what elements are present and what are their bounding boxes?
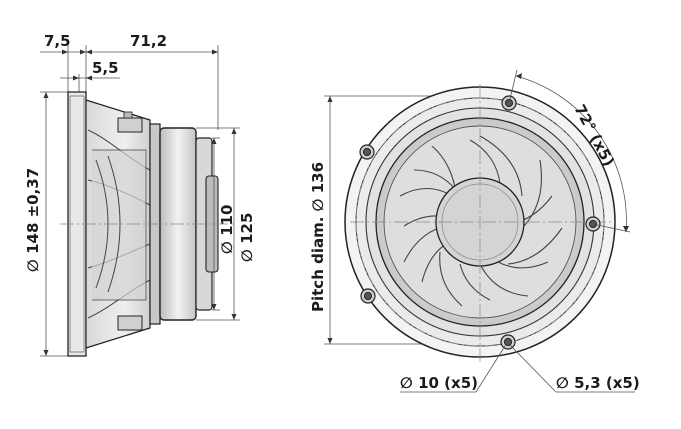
leader-line — [475, 345, 506, 393]
front-view: Pitch diam. ∅ 136 72° (x5) ∅ 10 (x5) ∅ 5… — [309, 69, 640, 393]
arrow-icon — [327, 338, 333, 344]
arrow-icon — [231, 314, 237, 320]
terminal-pin — [123, 111, 133, 119]
dim-label-hole-outer: ∅ 10 (x5) — [400, 374, 478, 392]
arrow-icon — [231, 128, 237, 134]
dim-label-hole-inner: ∅ 5,3 (x5) — [556, 374, 640, 392]
arrow-icon — [86, 75, 92, 81]
dim-label-148: ∅ 148 ±0,37 — [24, 168, 42, 272]
dim-label-110: ∅ 110 — [218, 205, 236, 254]
terminal-top — [117, 117, 143, 133]
cone-curve — [107, 155, 121, 293]
dim-label-7-5: 7,5 — [44, 32, 71, 50]
pitch-circle — [355, 97, 605, 347]
arrow-icon — [43, 350, 49, 356]
terminal-bottom — [117, 315, 143, 331]
arrow-icon — [516, 73, 522, 79]
mounting-hole — [500, 334, 516, 350]
arrow-icon — [43, 92, 49, 98]
dim-label-pitch: Pitch diam. ∅ 136 — [309, 162, 327, 312]
mounting-hole — [359, 144, 375, 160]
leader-line — [509, 344, 557, 393]
arrow-icon — [80, 49, 86, 55]
flange-inner — [69, 95, 85, 353]
dim-label-5-5: 5,5 — [92, 59, 119, 77]
extension-line — [508, 69, 518, 104]
extension-line — [592, 223, 631, 233]
side-view: 7,5 71,2 5,5 ∅ 148 ±0,37 ∅ 110 ∅ 125 — [24, 32, 256, 357]
dim-label-125: ∅ 125 — [238, 213, 256, 262]
arrow-icon — [211, 138, 217, 144]
arrow-icon — [73, 75, 79, 81]
arrow-icon — [86, 49, 92, 55]
cone-side — [92, 149, 147, 301]
mounting-hole — [360, 288, 376, 304]
mounting-hole — [585, 216, 601, 232]
arrow-icon — [62, 49, 68, 55]
dim-label-71-2: 71,2 — [130, 32, 167, 50]
angle-arc — [515, 75, 627, 233]
arrow-icon — [327, 96, 333, 102]
arrow-icon — [623, 226, 629, 232]
arrow-icon — [212, 49, 218, 55]
arrow-icon — [211, 304, 217, 310]
